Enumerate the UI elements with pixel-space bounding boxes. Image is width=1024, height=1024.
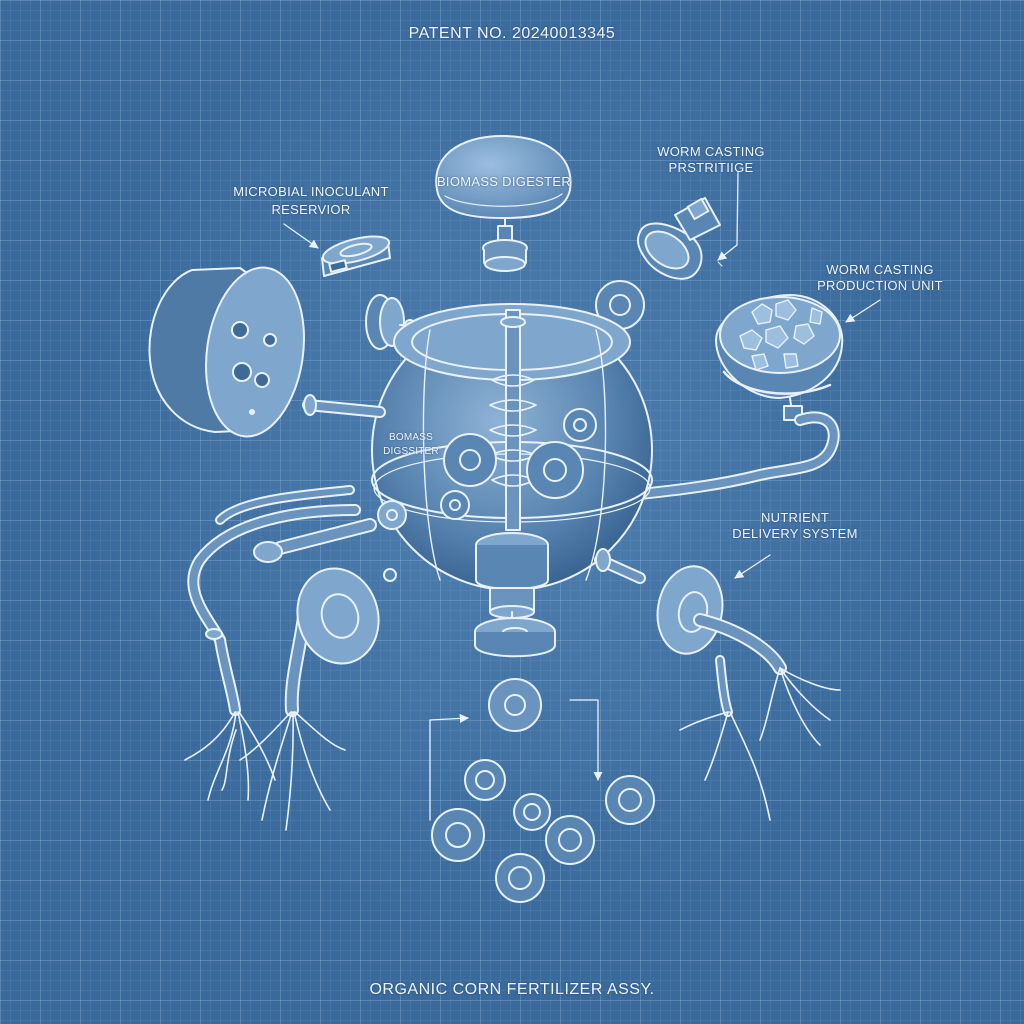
leader-production-unit bbox=[845, 299, 881, 323]
assembly-caption: ORGANIC CORN FERTILIZER ASSY. bbox=[369, 981, 655, 998]
gear-1 bbox=[488, 678, 542, 732]
label-worm-cartridge-line1: WORM CASTING bbox=[657, 144, 765, 159]
gear-6 bbox=[545, 815, 595, 865]
dome-gear bbox=[484, 256, 526, 272]
exploded-gear-set bbox=[431, 678, 655, 903]
left-root-hoses bbox=[184, 485, 380, 831]
inoculant-drum bbox=[148, 266, 305, 438]
label-microbial-line1: MICROBIAL INOCULANT bbox=[233, 184, 389, 199]
gear-3 bbox=[513, 793, 551, 831]
label-center-line2: DIGSSITER bbox=[383, 446, 439, 457]
microbial-inoculant-reservoir bbox=[321, 235, 391, 277]
gear-4 bbox=[605, 775, 655, 825]
leader-microbial bbox=[283, 223, 319, 249]
leader-gear-right bbox=[569, 699, 603, 781]
lower-drive-stack bbox=[474, 532, 556, 658]
patent-number: PATENT NO. 20240013345 bbox=[408, 25, 616, 42]
worm-casting-cartridge bbox=[636, 197, 723, 280]
label-nutrient-line2: DELIVERY SYSTEM bbox=[732, 526, 858, 541]
leader-nutrient bbox=[734, 554, 771, 579]
label-worm-unit-line2: PRODUCTION UNIT bbox=[817, 278, 943, 293]
biomass-digester-dome bbox=[435, 134, 572, 272]
casting-feed-pipe bbox=[624, 411, 840, 501]
label-center-line1: BOMASS bbox=[389, 432, 433, 443]
nutrient-delivery-arm bbox=[656, 565, 841, 821]
gear-2 bbox=[464, 759, 506, 801]
label-worm-unit-line1: WORM CASTING bbox=[826, 262, 934, 277]
worm-casting-production-unit bbox=[715, 294, 844, 421]
label-microbial-line2: RESERVIOR bbox=[271, 202, 351, 217]
leader-gear-left bbox=[429, 713, 469, 821]
leader-cartridge bbox=[717, 171, 739, 261]
label-nutrient-line1: NUTRIENT bbox=[760, 510, 830, 525]
label-worm-cartridge-line2: PRSTRITIIGE bbox=[668, 160, 754, 175]
gear-5 bbox=[431, 808, 485, 862]
gear-7 bbox=[495, 853, 545, 903]
label-biomass-digester: BIOMASS DIGESTER bbox=[436, 174, 572, 189]
